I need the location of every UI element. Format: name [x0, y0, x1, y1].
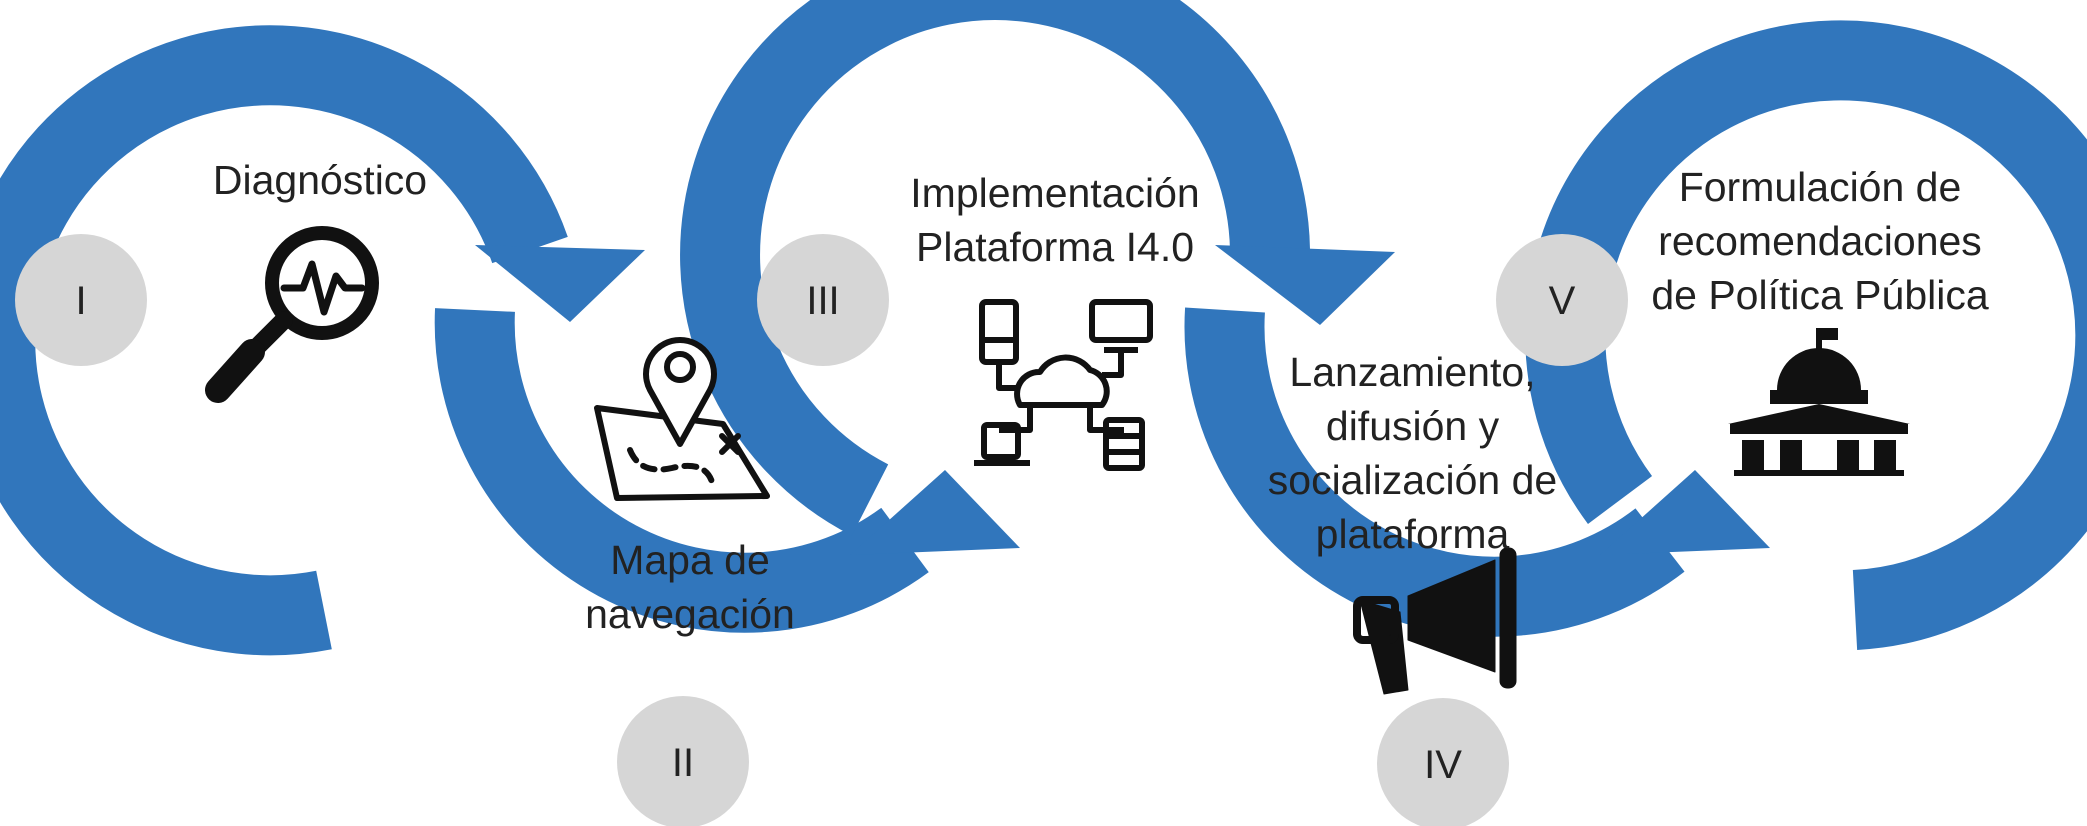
- badge-step-5: V: [1496, 234, 1628, 366]
- numeral-step-2: II: [672, 741, 694, 785]
- numeral-step-1: I: [75, 279, 86, 323]
- badge-step-2: II: [617, 696, 749, 826]
- step-label-3: Implementación Plataforma I4.0: [910, 170, 1200, 271]
- numeral-step-5: V: [1549, 279, 1576, 323]
- step-label-5: Formulación de recomendaciones de Políti…: [1651, 164, 1989, 319]
- megaphone-icon: [1353, 547, 1517, 695]
- arc-step-2: [434, 308, 1020, 633]
- map-pin-icon: [594, 337, 770, 501]
- badge-step-3: III: [757, 234, 889, 366]
- badge-step-4: IV: [1377, 698, 1509, 826]
- step-label-4: Lanzamiento, difusión y socialización de…: [1267, 349, 1558, 558]
- step-label-1: Diagnóstico: [212, 157, 428, 203]
- magnifier-pulse-icon: [205, 226, 379, 403]
- numeral-step-4: IV: [1424, 743, 1462, 787]
- arc-step-4: [1184, 307, 1770, 637]
- government-building-icon: [1728, 328, 1910, 476]
- numeral-step-3: III: [806, 279, 839, 323]
- arc-step-1: [0, 25, 645, 656]
- arc-step-3: [680, 0, 1395, 536]
- step-label-2: Mapa de navegación: [585, 537, 795, 638]
- cloud-network-icon: [974, 299, 1153, 471]
- badge-step-1: I: [15, 234, 147, 366]
